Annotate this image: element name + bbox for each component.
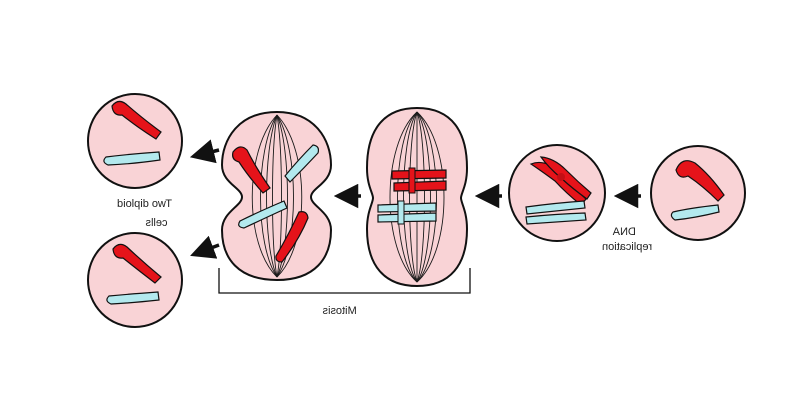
- mitosis-label: Mitosis: [322, 305, 357, 317]
- parent-cell-membrane: [650, 145, 746, 241]
- dna-label: DNA: [612, 226, 636, 238]
- daughter-cell-top: [87, 93, 183, 189]
- red-chromosome: [275, 211, 309, 263]
- daughter-cell-bottom: [87, 232, 183, 328]
- mitosis-bracket: Mitosis: [218, 268, 471, 317]
- spindle-fibers: [389, 111, 445, 283]
- red-chromatid: [539, 156, 592, 200]
- red-chromosome: [232, 146, 271, 194]
- blue-chromosome: [670, 204, 720, 221]
- arrow-left-icon: [190, 235, 220, 259]
- red-chromosome: [675, 160, 725, 202]
- arrow-left-icon: [189, 139, 220, 164]
- blue-centromere: [397, 200, 405, 225]
- spindle-fibers: [251, 114, 303, 278]
- blue-chromatid: [377, 212, 437, 223]
- blue-chromosome: [284, 144, 320, 183]
- two-diploid-cells-label: Two diploid cells: [117, 198, 172, 229]
- red-chromosome: [112, 243, 162, 284]
- blue-chromosome: [103, 151, 161, 166]
- parent-cell: [650, 145, 746, 241]
- replicated-cell: [508, 144, 606, 242]
- cells-label: cells: [145, 217, 168, 229]
- red-centromere: [408, 167, 416, 194]
- blue-chromatid: [525, 212, 587, 225]
- daughter-cell-membrane: [87, 232, 183, 328]
- red-chromatid: [391, 169, 447, 180]
- red-chromosome: [111, 100, 162, 140]
- telophase-cell: [220, 110, 333, 282]
- replication-label: replication: [602, 241, 652, 253]
- red-chromatid: [393, 180, 447, 192]
- daughter-cell-membrane: [87, 93, 183, 189]
- dna-replication-label: DNA replication: [602, 226, 652, 253]
- two-diploid-label: Two diploid: [117, 198, 172, 210]
- red-centromere: [557, 173, 565, 181]
- metaphase-cell: [365, 106, 469, 288]
- bracket-line: [218, 268, 471, 294]
- blue-chromatid: [377, 202, 437, 213]
- blue-chromosome: [238, 200, 288, 229]
- blue-chromosome: [106, 291, 160, 305]
- blue-chromatid: [525, 200, 586, 215]
